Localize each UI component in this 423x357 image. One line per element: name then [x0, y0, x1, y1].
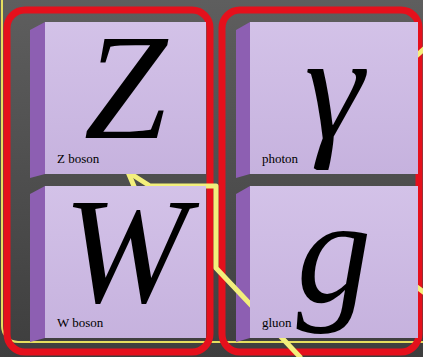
particle-tile: WW boson: [45, 186, 206, 338]
particle-name: W boson: [57, 315, 103, 330]
particle-name: Z boson: [57, 151, 99, 166]
tile-side: [236, 186, 250, 342]
particle-name: photon: [262, 151, 298, 166]
particle-tile: γphoton: [250, 22, 418, 174]
particle-symbol: γ: [250, 22, 418, 152]
particle-name: gluon: [262, 315, 292, 330]
particle-symbol: g: [250, 186, 418, 316]
tile-side: [236, 22, 250, 178]
particle-tile: ggluon: [250, 186, 418, 338]
group-outline: [222, 10, 419, 352]
particle-tile: ZZ boson: [45, 22, 206, 174]
particle-symbol: W: [45, 186, 206, 316]
tile-side: [30, 186, 45, 342]
tile-side: [30, 22, 45, 178]
group-outline: [7, 10, 210, 352]
particle-symbol: Z: [45, 22, 206, 152]
